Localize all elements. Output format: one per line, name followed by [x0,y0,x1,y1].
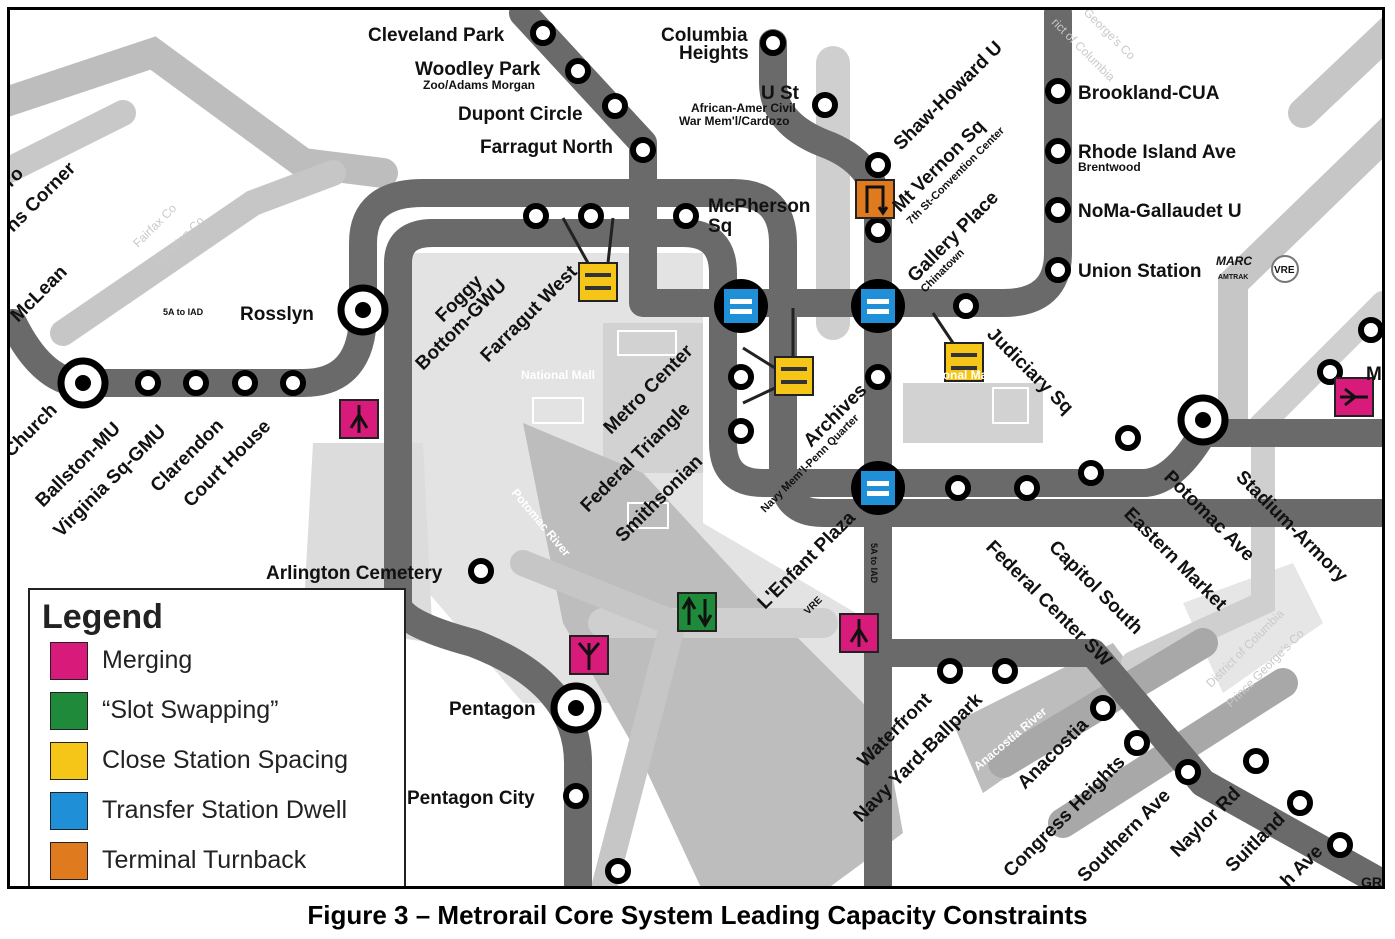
transfer-dwell-metro-center [714,279,768,333]
label-woodley-park: Woodley Park [415,59,541,80]
background-areas [303,253,1323,886]
label-columbia-heights-2: Heights [679,43,749,64]
label-national-mall-right: National Mall [920,368,994,382]
label-rosslyn: Rosslyn [240,304,314,325]
label-mcpherson-1: McPherson [708,196,810,217]
label-cleveland-park: Cleveland Park [368,25,505,46]
transfer-dwell-markers [714,279,905,515]
label-union-station: Union Station [1078,261,1201,282]
label-u-st-sub1: African-Amer Civil [691,101,796,115]
transfer-station-dwell-icon [50,792,88,830]
label-noma: NoMa-Gallaudet U [1078,201,1242,222]
close-spacing-judiciary [931,312,984,382]
close-station-spacing-icon [50,742,88,780]
label-rhode-island: Rhode Island Ave [1078,142,1236,163]
landmarks [532,330,1029,529]
label-mcpherson-2: Sq [708,216,732,237]
legend-box: Legend Merging “Slot Swapping” Close Sta… [28,588,406,886]
label-woodley-park-sub: Zoo/Adams Morgan [423,78,535,92]
legend-label-close-spacing: Close Station Spacing [102,746,348,774]
slot-swapping-marker [677,592,717,632]
close-spacing-markers [561,217,984,405]
label-pentagon-city: Pentagon City [407,788,535,809]
label-vre-union: VRE [1274,265,1295,276]
label-brookland: Brookland-CUA [1078,83,1220,104]
terminal-turnback-icon [50,842,88,880]
legend-label-transfer-dwell: Transfer Station Dwell [102,796,347,824]
label-rhode-island-sub: Brentwood [1078,160,1141,174]
legend-label-merging: Merging [102,646,193,674]
legend-title: Legend [42,598,163,636]
close-spacing-metro-center [742,308,814,405]
map-canvas: Cleveland Park Woodley Park Zoo/Adams Mo… [10,10,1382,889]
slot-swapping-icon [50,692,88,730]
label-lenfant-note: 5A to IAD [869,543,879,584]
merging-stadium [1334,377,1374,417]
label-farragut-north: Farragut North [480,137,613,158]
label-columbia-heights-1: Columbia [661,25,748,46]
label-u-st-sub2: War Mem'l/Cardozo [679,114,789,128]
label-dupont-circle: Dupont Circle [458,104,583,125]
merging-rosslyn [339,399,379,439]
merging-pentagon [569,635,609,675]
legend-label-terminal-turnback: Terminal Turnback [102,846,307,874]
label-minnesota: M [1366,364,1382,385]
legend-label-slot-swapping: “Slot Swapping” [102,696,279,724]
merging-lenfant [839,613,879,653]
label-gr: GR [1361,874,1382,889]
figure-caption: Figure 3 – Metrorail Core System Leading… [307,900,1088,930]
close-spacing-farragut [561,217,618,302]
label-pentagon: Pentagon [449,699,536,720]
label-national-mall-left: National Mall [521,368,595,382]
merging-icon [50,642,88,680]
merging-markers [339,377,1374,675]
transfer-dwell-lenfant-plaza [851,461,905,515]
label-gallery-place: Gallery Place [904,187,1003,286]
metro-map: Cleveland Park Woodley Park Zoo/Adams Mo… [7,7,1385,889]
stations [57,20,1382,884]
label-mclean: McLean [10,262,72,327]
label-arlington-cemetery: Arlington Cemetery [266,563,443,584]
transfer-dwell-gallery-place [851,279,905,333]
terminal-turnback-marker [855,179,895,219]
label-east-falls-church: Church [10,400,62,462]
label-amtrak: AMTRAK [1218,274,1248,281]
label-u-st: U St [761,83,800,104]
label-marc: MARC [1216,254,1252,268]
label-rosslyn-note: 5A to IAD [163,307,204,317]
